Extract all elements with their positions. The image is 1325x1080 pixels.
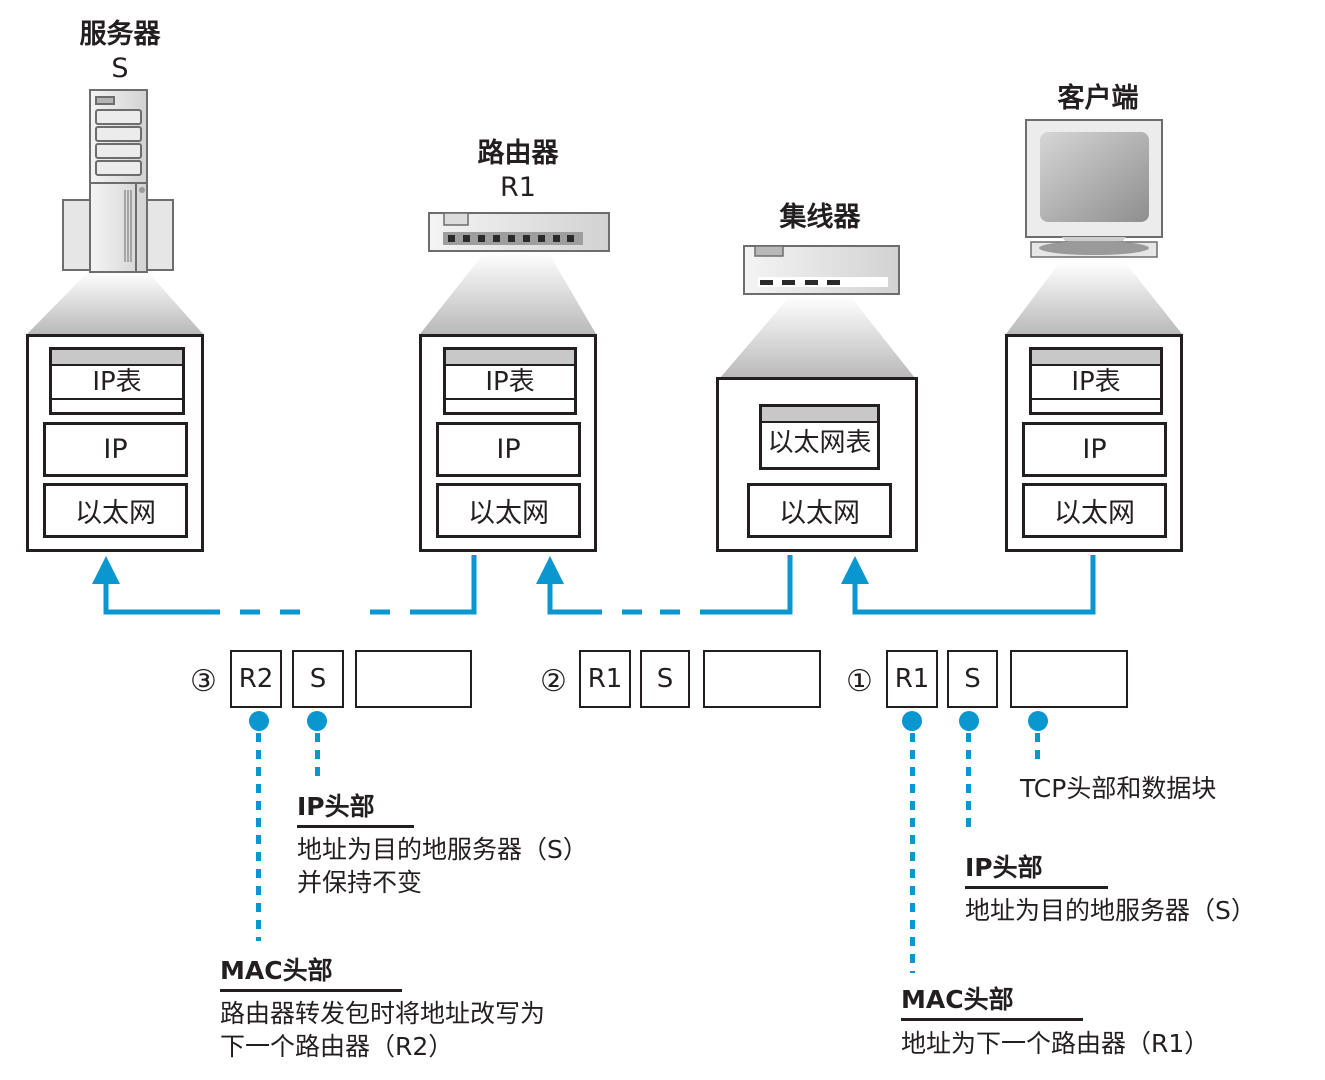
- hub-icon: [743, 245, 900, 295]
- router-ethernet-layer: 以太网: [436, 483, 581, 538]
- router-title: 路由器 R1: [458, 137, 578, 205]
- server-title: 服务器 S: [60, 18, 180, 86]
- arrowhead-server: [92, 556, 120, 584]
- callout-dot-mac-1: [902, 711, 922, 731]
- callout-dot-ip-3: [307, 711, 327, 731]
- router-icon: [428, 212, 610, 252]
- router-name: 路由器: [477, 138, 559, 169]
- ip-header-right-heading: IP头部: [965, 853, 1108, 889]
- packet-ip-field: S: [947, 650, 998, 708]
- callout-dot-ip-1: [959, 711, 979, 731]
- ip-header-right-text: 地址为目的地服务器（S）: [965, 896, 1256, 925]
- flow-router-to-server: [410, 555, 477, 615]
- hub-ethernet-table: 以太网表: [759, 404, 880, 470]
- packet-mac-field: R1: [579, 650, 631, 708]
- tcp-annotation: TCP头部和数据块: [1020, 774, 1217, 803]
- client-cone: [1006, 262, 1182, 334]
- packet-payload-field: [703, 650, 821, 708]
- router-protocol-stack: IP表 IP 以太网: [419, 334, 597, 552]
- mac-header-right-heading: MAC头部: [901, 985, 1083, 1021]
- packet-payload-field: [355, 650, 472, 708]
- server-name: 服务器: [79, 19, 161, 50]
- router-ip-table: IP表: [443, 347, 577, 415]
- router-ip-layer: IP: [436, 422, 581, 477]
- ip-header-left-heading: IP头部: [297, 792, 414, 828]
- packet-step-number: ②: [540, 664, 567, 699]
- hub-title: 集线器: [779, 202, 861, 233]
- server-icon: [62, 89, 174, 273]
- packet-mac-field: R1: [886, 650, 938, 708]
- client-monitor-icon: [1025, 119, 1163, 258]
- ip-header-left-text: 地址为目的地服务器（S） 并保持不变: [297, 835, 588, 897]
- hub-ethernet-layer: 以太网: [747, 483, 892, 538]
- arrowhead-hub: [841, 556, 869, 584]
- packet-step-number: ①: [846, 664, 873, 699]
- leader-ip-1: [966, 733, 971, 833]
- client-ethernet-layer: 以太网: [1022, 483, 1167, 538]
- router-cone: [420, 252, 596, 334]
- server-cone: [27, 272, 203, 334]
- client-ip-layer: IP: [1022, 422, 1167, 477]
- callout-dot-mac-3: [249, 711, 269, 731]
- mac-header-left-text: 路由器转发包时将地址改写为 下一个路由器（R2）: [220, 999, 546, 1061]
- flow-arrows: [103, 555, 1096, 615]
- server-protocol-stack: IP表 IP 以太网: [26, 334, 204, 552]
- flow-client-to-hub: [852, 555, 1096, 615]
- packet-mac-field: R2: [230, 650, 282, 708]
- leader-payload-1: [1035, 733, 1040, 760]
- packet-payload-field: [1010, 650, 1128, 708]
- server-id: S: [111, 53, 129, 84]
- hub-cone: [720, 296, 915, 378]
- client-protocol-stack: IP表 IP 以太网: [1005, 334, 1183, 552]
- leader-mac-1: [910, 733, 915, 973]
- leader-mac-3: [256, 733, 261, 941]
- mac-header-left-heading: MAC头部: [220, 956, 402, 992]
- client-ip-table: IP表: [1029, 347, 1163, 415]
- callout-dot-payload-1: [1028, 711, 1048, 731]
- server-ip-table: IP表: [49, 347, 185, 415]
- server-ip-layer: IP: [43, 422, 188, 477]
- leader-ip-3: [315, 733, 320, 778]
- hub-protocol-stack: 以太网表 以太网: [716, 377, 918, 552]
- client-title: 客户端: [1057, 83, 1139, 114]
- arrowhead-router: [536, 556, 564, 584]
- flow-hub-to-router: [700, 555, 793, 615]
- mac-header-right-text: 地址为下一个路由器（R1）: [901, 1029, 1210, 1058]
- server-ethernet-layer: 以太网: [43, 483, 188, 538]
- packet-step-number: ③: [190, 664, 217, 699]
- router-id: R1: [500, 172, 536, 203]
- packet-ip-field: S: [640, 650, 690, 708]
- packet-ip-field: S: [292, 650, 344, 708]
